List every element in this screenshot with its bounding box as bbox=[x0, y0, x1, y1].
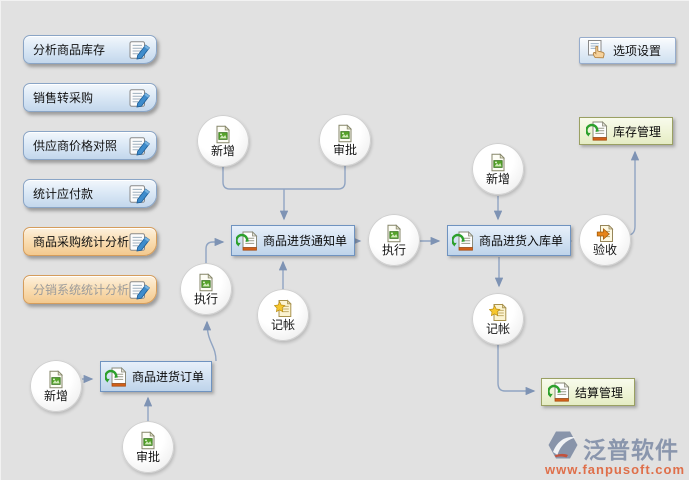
menu-item-distribution-stats[interactable]: 分销系统统计分析 bbox=[23, 275, 157, 304]
step-accept[interactable]: 验收 bbox=[579, 214, 631, 266]
menu-item-label: 供应商价格对照 bbox=[33, 139, 118, 153]
menu-item-purchase-stats[interactable]: 商品采购统计分析 bbox=[23, 227, 157, 256]
vendor-brand-text: 泛普软件 bbox=[583, 436, 679, 463]
doc-arrow-icon bbox=[596, 224, 614, 243]
doc-recycle-icon bbox=[236, 231, 258, 251]
hand-click-icon bbox=[587, 39, 607, 62]
step-approve-bottom[interactable]: 审批 bbox=[122, 421, 174, 473]
menu-item-sales-to-purchase[interactable]: 销售转采购 bbox=[23, 83, 157, 112]
menu-item-label: 统计应付款 bbox=[33, 187, 94, 201]
box-inventory-mgmt[interactable]: 库存管理 bbox=[579, 117, 674, 145]
step-label: 执行 bbox=[193, 291, 218, 306]
step-execute-center[interactable]: 执行 bbox=[368, 214, 420, 266]
menu-item-label: 分销系统统计分析 bbox=[33, 283, 130, 297]
menu-item-label: 分析商品库存 bbox=[33, 43, 106, 57]
box-purchase-notice[interactable]: 商品进货通知单 bbox=[231, 225, 356, 256]
doc-image-icon bbox=[140, 431, 156, 450]
notepad-pen-icon bbox=[129, 136, 151, 156]
step-execute-left[interactable]: 执行 bbox=[180, 263, 232, 315]
step-label: 新增 bbox=[485, 171, 510, 186]
vendor-logo: 泛普软件 www.fanpusoft.com bbox=[545, 430, 685, 477]
doc-image-icon bbox=[490, 153, 506, 172]
doc-image-icon bbox=[215, 125, 231, 144]
vendor-url-text: www.fanpusoft.com bbox=[545, 462, 686, 477]
step-label: 验收 bbox=[592, 242, 617, 257]
step-approve-top[interactable]: 审批 bbox=[319, 114, 371, 166]
doc-recycle-icon bbox=[586, 121, 608, 141]
notepad-pen-icon bbox=[129, 184, 151, 204]
step-label: 审批 bbox=[332, 142, 357, 157]
step-label: 新增 bbox=[210, 143, 235, 158]
box-label: 结算管理 bbox=[575, 385, 624, 400]
doc-star-icon bbox=[489, 303, 507, 322]
doc-image-icon bbox=[198, 273, 214, 292]
doc-recycle-icon bbox=[548, 382, 570, 402]
doc-recycle-icon bbox=[105, 367, 127, 387]
menu-item-analyze-stock[interactable]: 分析商品库存 bbox=[23, 35, 157, 64]
box-label: 库存管理 bbox=[613, 124, 662, 139]
step-label: 执行 bbox=[381, 242, 406, 257]
step-label: 新增 bbox=[43, 388, 68, 403]
box-purchase-order[interactable]: 商品进货订单 bbox=[100, 361, 213, 392]
notepad-pen-icon bbox=[129, 232, 151, 252]
box-label: 商品进货通知单 bbox=[263, 234, 348, 248]
options-settings-label: 选项设置 bbox=[613, 44, 662, 58]
menu-item-label: 销售转采购 bbox=[33, 91, 94, 105]
doc-image-icon bbox=[48, 370, 64, 389]
doc-image-icon bbox=[386, 224, 402, 243]
menu-item-payables-stats[interactable]: 统计应付款 bbox=[23, 179, 157, 208]
doc-recycle-icon bbox=[452, 231, 474, 251]
options-settings-button[interactable]: 选项设置 bbox=[579, 37, 676, 64]
box-label: 商品进货订单 bbox=[132, 370, 205, 384]
doc-star-icon bbox=[274, 299, 292, 318]
step-add-top[interactable]: 新增 bbox=[197, 115, 249, 167]
notepad-pen-icon bbox=[129, 88, 151, 108]
box-settlement-mgmt[interactable]: 结算管理 bbox=[541, 378, 636, 406]
step-add-bottom[interactable]: 新增 bbox=[30, 360, 82, 412]
step-book-right[interactable]: 记帐 bbox=[472, 293, 524, 345]
fanpu-logo-icon bbox=[545, 430, 581, 465]
doc-image-icon bbox=[337, 124, 353, 143]
step-label: 记帐 bbox=[485, 321, 510, 336]
box-warehouse-receipt[interactable]: 商品进货入库单 bbox=[447, 225, 572, 256]
box-label: 商品进货入库单 bbox=[479, 234, 564, 248]
step-label: 记帐 bbox=[270, 317, 295, 332]
step-book-center[interactable]: 记帐 bbox=[257, 289, 309, 341]
step-add-right[interactable]: 新增 bbox=[472, 143, 524, 195]
menu-item-supplier-price[interactable]: 供应商价格对照 bbox=[23, 131, 157, 160]
step-label: 审批 bbox=[135, 449, 160, 464]
menu-item-label: 商品采购统计分析 bbox=[33, 235, 130, 249]
notepad-pen-icon bbox=[129, 40, 151, 60]
notepad-pen-icon bbox=[129, 280, 151, 300]
